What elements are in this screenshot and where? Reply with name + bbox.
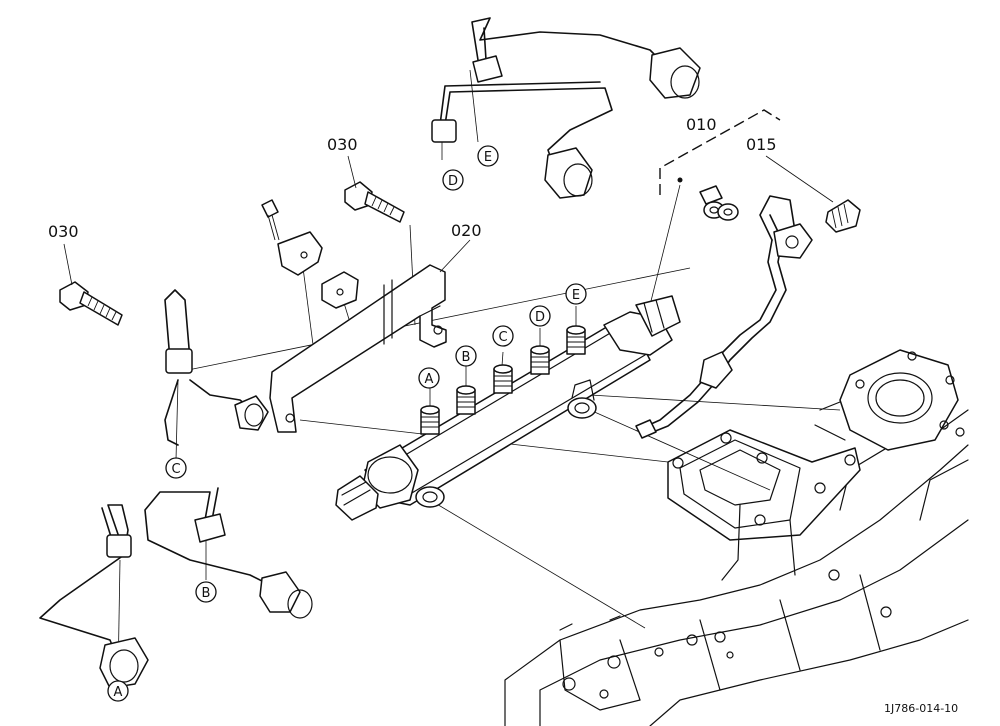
svg-text:C: C [498,330,507,345]
svg-text:A: A [425,372,434,387]
injection-pipe-e [471,17,701,99]
rail-port-e [566,325,586,355]
engine-cylinder-head [504,349,969,726]
rail-label-a: A [418,367,440,389]
rail-port-b [456,385,476,415]
svg-text:E: E [572,288,580,303]
leader-lines [117,69,841,681]
rail-label-d: D [529,305,551,327]
part-number-030-top: 030 [327,135,358,154]
pipe-label-b: B [195,581,217,603]
pipe-label-e: E [477,145,499,167]
part-number-015: 015 [746,135,777,154]
bolt-030-left [59,281,123,326]
part-number-020: 020 [451,221,482,240]
svg-text:A: A [114,685,123,700]
svg-text:E: E [484,150,492,165]
rail-label-b: B [455,345,477,367]
part-number-010: 010 [686,115,717,134]
svg-text:B: B [202,586,211,601]
leader-dot [677,177,683,183]
injection-pipe-b [144,487,313,619]
rail-bracket [269,264,447,433]
svg-text:B: B [462,350,471,365]
svg-text:D: D [535,310,545,325]
part-number-030-left: 030 [48,222,79,241]
injection-pipe-a [39,504,149,689]
rail-label-c: C [492,325,514,347]
banjo-bolt-015 [825,199,861,233]
pipe-label-a: A [107,680,129,702]
svg-text:C: C [171,462,180,477]
injection-pipe-c [164,289,269,446]
rail-label-e: E [565,283,587,305]
figure-id: 1J786-014-10 [884,702,958,715]
assembly-group-bracket [659,109,781,195]
pipe-label-d: D [442,169,464,191]
rail-port-d [530,345,550,375]
pipe-clamp [261,199,359,309]
bolt-030-top [344,181,405,223]
rail-port-c [493,364,513,394]
svg-text:D: D [448,174,458,189]
return-pipe [635,185,813,439]
pipe-label-c: C [165,457,187,479]
injection-pipe-d [431,81,613,199]
rail-port-a [420,405,440,435]
common-rail [335,295,681,521]
